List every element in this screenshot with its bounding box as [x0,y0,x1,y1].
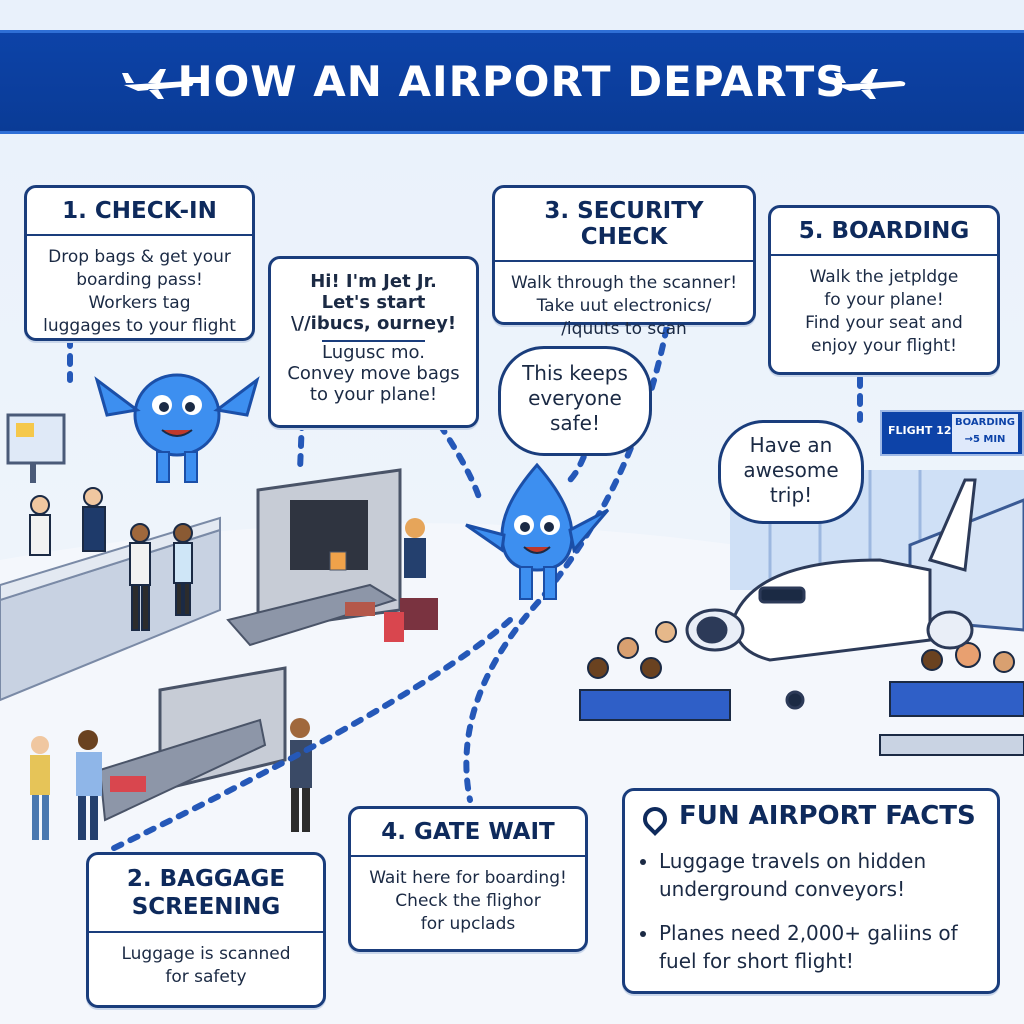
mascot-intro-card: Hi! I'm Jet Jr. Let's start \//ibucs, ou… [268,256,479,428]
step-checkin-title: 1. CHECK-IN [27,188,252,236]
step-security-line: Take uut electronics/ [536,296,712,316]
bubble-line: trip! [769,483,813,507]
airplane [685,478,977,710]
title-banner: HOW AN AIRPORT DEPARTS [0,30,1024,134]
fun-fact-item: Planes need 2,000+ galiins of fuel for s… [659,919,981,975]
bubble-line: awesome [743,458,839,482]
step-boarding-line: Find your seat and [805,313,963,333]
step-baggage-title-line: SCREENING [131,894,281,920]
airplane-icon [834,69,906,99]
speech-bubble-safe: This keeps everyone safe! [498,346,652,456]
fun-facts-list: Luggage travels on hidden underground co… [625,847,997,975]
mascot-line: Convey move bags [287,363,460,384]
step-baggage-line: Luggage is scanned [121,944,291,964]
fun-facts-card: FUN AIRPORT FACTS Luggage travels on hid… [622,788,1000,994]
mascot-line: Hi! I'm Jet Jr. [310,271,437,292]
step-checkin-card: 1. CHECK-IN Drop bags & get your boardin… [24,185,255,341]
step-baggage-title-line: 2. BAGGAGE [126,866,286,892]
step-checkin-line: boarding pass! [76,270,203,290]
flight-status: BOARDING →5 MIN [952,414,1018,452]
step-boarding-line: Walk the jetpldge [809,267,959,287]
mascot-icon [94,373,260,483]
flight-board: FLIGHT 123 BOARDING →5 MIN [880,410,1024,456]
step-gate-line: Check the flighor [395,891,541,911]
step-checkin-line: Workers tag [88,293,191,313]
checkin-counters [0,413,221,702]
step-checkin-line: luggages to your flight [43,316,236,336]
step-gate-line: for upclads [420,914,516,934]
bubble-line: everyone [528,386,622,410]
step-gate-card: 4. GATE WAIT Wait here for boarding! Che… [348,806,588,952]
step-baggage-card: 2. BAGGAGE SCREENING Luggage is scanned … [86,852,326,1008]
flight-status-text: BOARDING [955,417,1015,428]
gate-seating [579,621,1024,756]
checkin-people [29,487,193,631]
step-baggage-line: for safety [165,967,247,987]
step-security-title: 3. SECURITY CHECK [495,188,753,262]
step-boarding-card: 5. BOARDING Walk the jetpldge fo your pl… [768,205,1000,375]
bubble-line: Have an [749,433,833,457]
mascot-line: \//ibucs, ourney! [290,313,457,334]
mascot-line: to your plane! [309,384,438,405]
bubble-line: safe! [549,411,601,435]
step-security-card: 3. SECURITY CHECK Walk through the scann… [492,185,756,339]
bubble-line: This keeps [522,361,628,385]
fun-fact-item: Luggage travels on hidden underground co… [659,847,981,903]
step-checkin-line: Drop bags & get your [48,247,231,267]
step-baggage-title: 2. BAGGAGE SCREENING [89,855,323,933]
step-boarding-line: enjoy your flight! [811,336,957,356]
mascot-icon [465,462,610,600]
step-boarding-line: fo your plane! [824,290,944,310]
flight-status-time: →5 MIN [964,434,1006,445]
step-security-line: Walk through the scanner! [510,273,738,293]
flight-number: FLIGHT 123 [888,424,960,437]
step-gate-line: Wait here for boarding! [369,868,567,888]
page-title: HOW AN AIRPORT DEPARTS [177,57,847,106]
step-security-line: /iquuts to scan [561,319,687,339]
speech-bubble-trip: Have an awesome trip! [718,420,864,524]
mascot-line: Lugusc mo. [322,340,425,363]
fun-facts-title: FUN AIRPORT FACTS [679,801,976,831]
step-gate-title: 4. GATE WAIT [351,809,585,857]
step-boarding-title: 5. BOARDING [771,208,997,256]
airplane-icon [122,69,194,99]
xray-scanner [226,468,438,647]
mascot-line: Let's start [321,292,426,313]
